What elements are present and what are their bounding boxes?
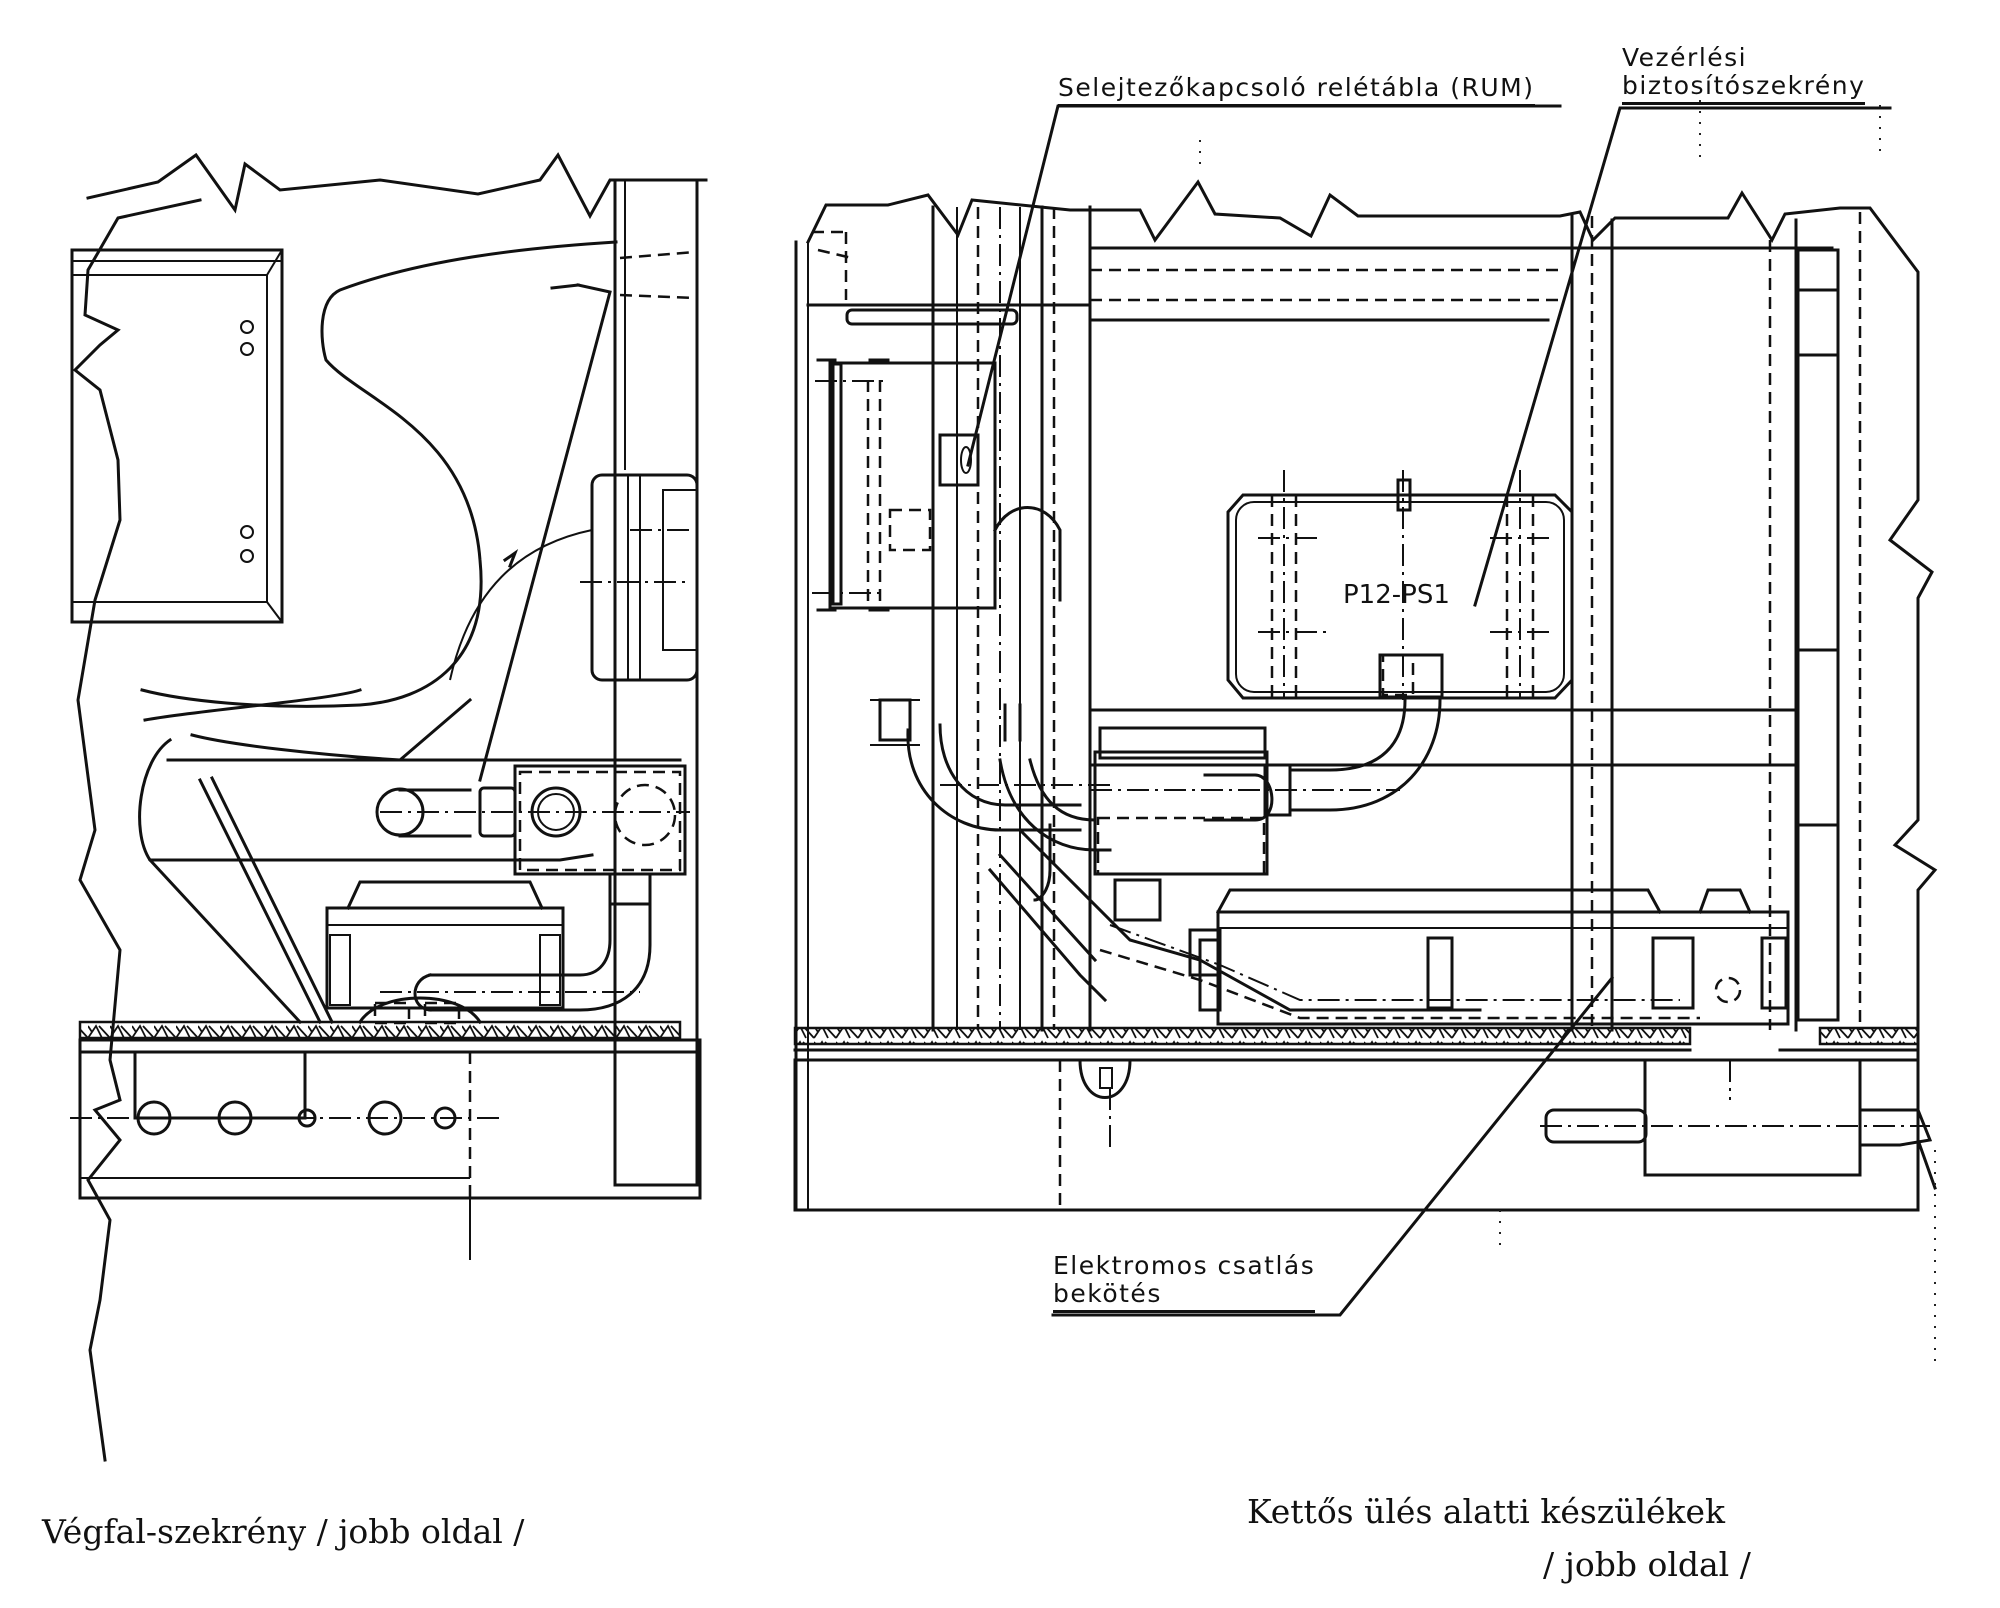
electrical-coupling-label-line1: Elektromos csatlás [1053,1251,1316,1280]
relay-panel-callout: Selejtezőkapcsoló relétábla (RUM) [1058,74,1535,107]
left-view-floor-insulation [78,1020,682,1040]
door-swing-arc [449,529,593,681]
relay-panel-rum [828,361,997,610]
control-fuse-box-label-line1: Vezérlési [1622,43,1748,72]
left-view-wall-column [613,178,699,1187]
relay-panel-leader [966,104,1562,467]
conduit-right-elbow [1288,698,1442,812]
fuse-box-id-label: P12-PS1 [1343,580,1450,610]
left-view-heater-device [325,906,565,1010]
right-view-caption-line1: Kettős ülés alatti készülékek [1247,1492,1726,1531]
right-view-floor-insulation [793,1026,1692,1046]
right-view-junction-box [1093,750,1269,876]
right-view-drawing [793,179,1938,1212]
left-view-caption: Végfal-szekrény / jobb oldal / [42,1512,525,1551]
control-fuse-box [1226,493,1574,700]
right-view-caption-line2: / jobb oldal / [1543,1545,1751,1584]
control-fuse-box-callout: Vezérlési biztosítószekrény [1622,43,1866,105]
left-view-underframe [78,1050,702,1200]
electrical-coupling-label-line2: bekötés [1053,1280,1316,1313]
control-fuse-box-label-line2: biztosítószekrény [1622,72,1866,105]
relay-panel-switch [938,433,980,487]
left-view-break-outline [72,198,202,1462]
cable-bundle [987,827,1482,1012]
right-view-underframe [793,1058,1920,1212]
seat-back-outline [140,240,618,708]
floor-drain [1078,1058,1132,1099]
scan-noise [1199,100,1936,1370]
fuse-box-leader [1473,106,1892,607]
right-view-heater-device [1216,910,1790,1026]
seat-cushion [138,737,594,862]
electrical-coupling-callout: Elektromos csatlás bekötés [1053,1251,1316,1313]
electrical-coupling-leader [1051,975,1615,1317]
relay-panel-label: Selejtezőkapcsoló relétábla (RUM) [1058,73,1535,102]
seat-back-frame [478,283,612,782]
right-view-side-panel [1796,248,1840,1022]
left-view-wall-panel [70,248,284,624]
left-view-drawing [70,152,708,1462]
